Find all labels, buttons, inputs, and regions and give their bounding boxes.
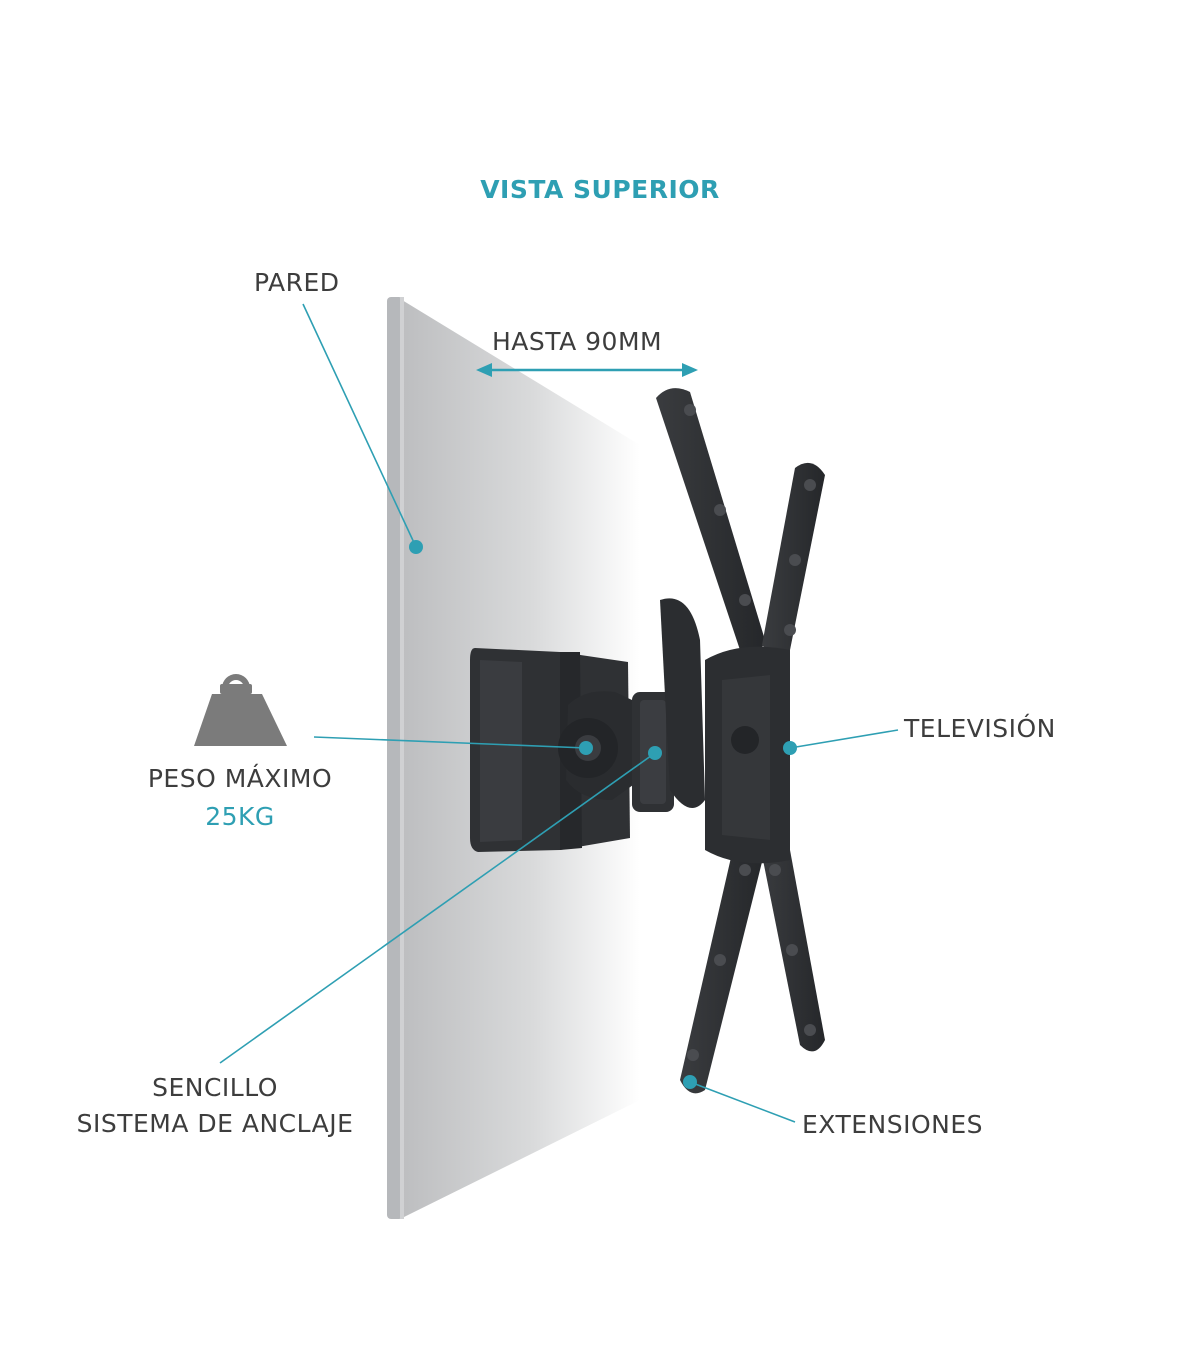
label-peso-value: 25KG bbox=[205, 802, 275, 831]
label-sistema-anclaje: SISTEMA DE ANCLAJE bbox=[76, 1109, 354, 1138]
label-sencillo: SENCILLO bbox=[152, 1073, 278, 1102]
label-television: TELEVISIÓN bbox=[904, 714, 1056, 743]
callout-lines bbox=[219, 303, 899, 1123]
label-peso-maximo: PESO MÁXIMO bbox=[147, 764, 333, 793]
callout-dots bbox=[409, 540, 797, 1089]
dot-anclaje bbox=[648, 746, 662, 760]
label-extensiones: EXTENSIONES bbox=[802, 1110, 984, 1139]
dot-peso bbox=[579, 741, 593, 755]
dot-television bbox=[783, 741, 797, 755]
label-pared: PARED bbox=[254, 268, 340, 297]
vesa-plate bbox=[656, 388, 825, 1094]
weight-icon bbox=[194, 674, 287, 746]
double-arrow-icon bbox=[476, 363, 698, 377]
dot-pared bbox=[409, 540, 423, 554]
page-title: VISTA SUPERIOR bbox=[480, 175, 720, 204]
label-hasta: HASTA 90MM bbox=[492, 327, 663, 356]
dot-extensiones bbox=[683, 1075, 697, 1089]
